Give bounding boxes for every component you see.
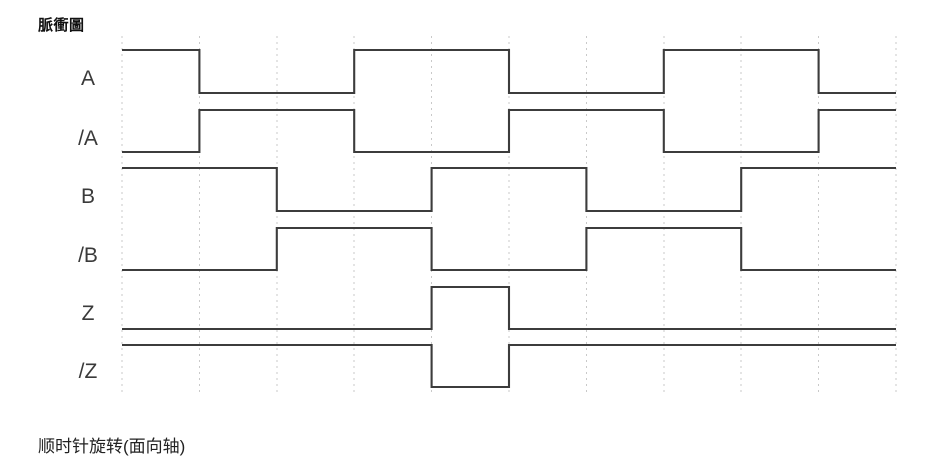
signal-label-z-bar: /Z (78, 360, 98, 383)
waveform-not-a (122, 108, 896, 154)
waveform-z (122, 285, 896, 331)
grid-lines (121, 36, 897, 392)
waveform-not-z (122, 343, 896, 389)
diagram-caption: 顺时针旋转(面向轴) (38, 437, 186, 456)
waveform-b (122, 166, 896, 213)
signal-label-b: B (80, 185, 95, 208)
signal-label-a-bar: /A (78, 127, 98, 150)
signal-label-z: Z (81, 302, 95, 325)
signal-label-b-bar: /B (78, 244, 98, 267)
waveform-not-b (122, 226, 896, 272)
signal-label-a: A (80, 67, 95, 90)
waveform-a (122, 48, 896, 95)
signal-label-column: A /A B /B Z /Z (62, 40, 114, 390)
page-title: 脈衝圖 (38, 17, 85, 34)
waveform-traces (122, 48, 896, 389)
